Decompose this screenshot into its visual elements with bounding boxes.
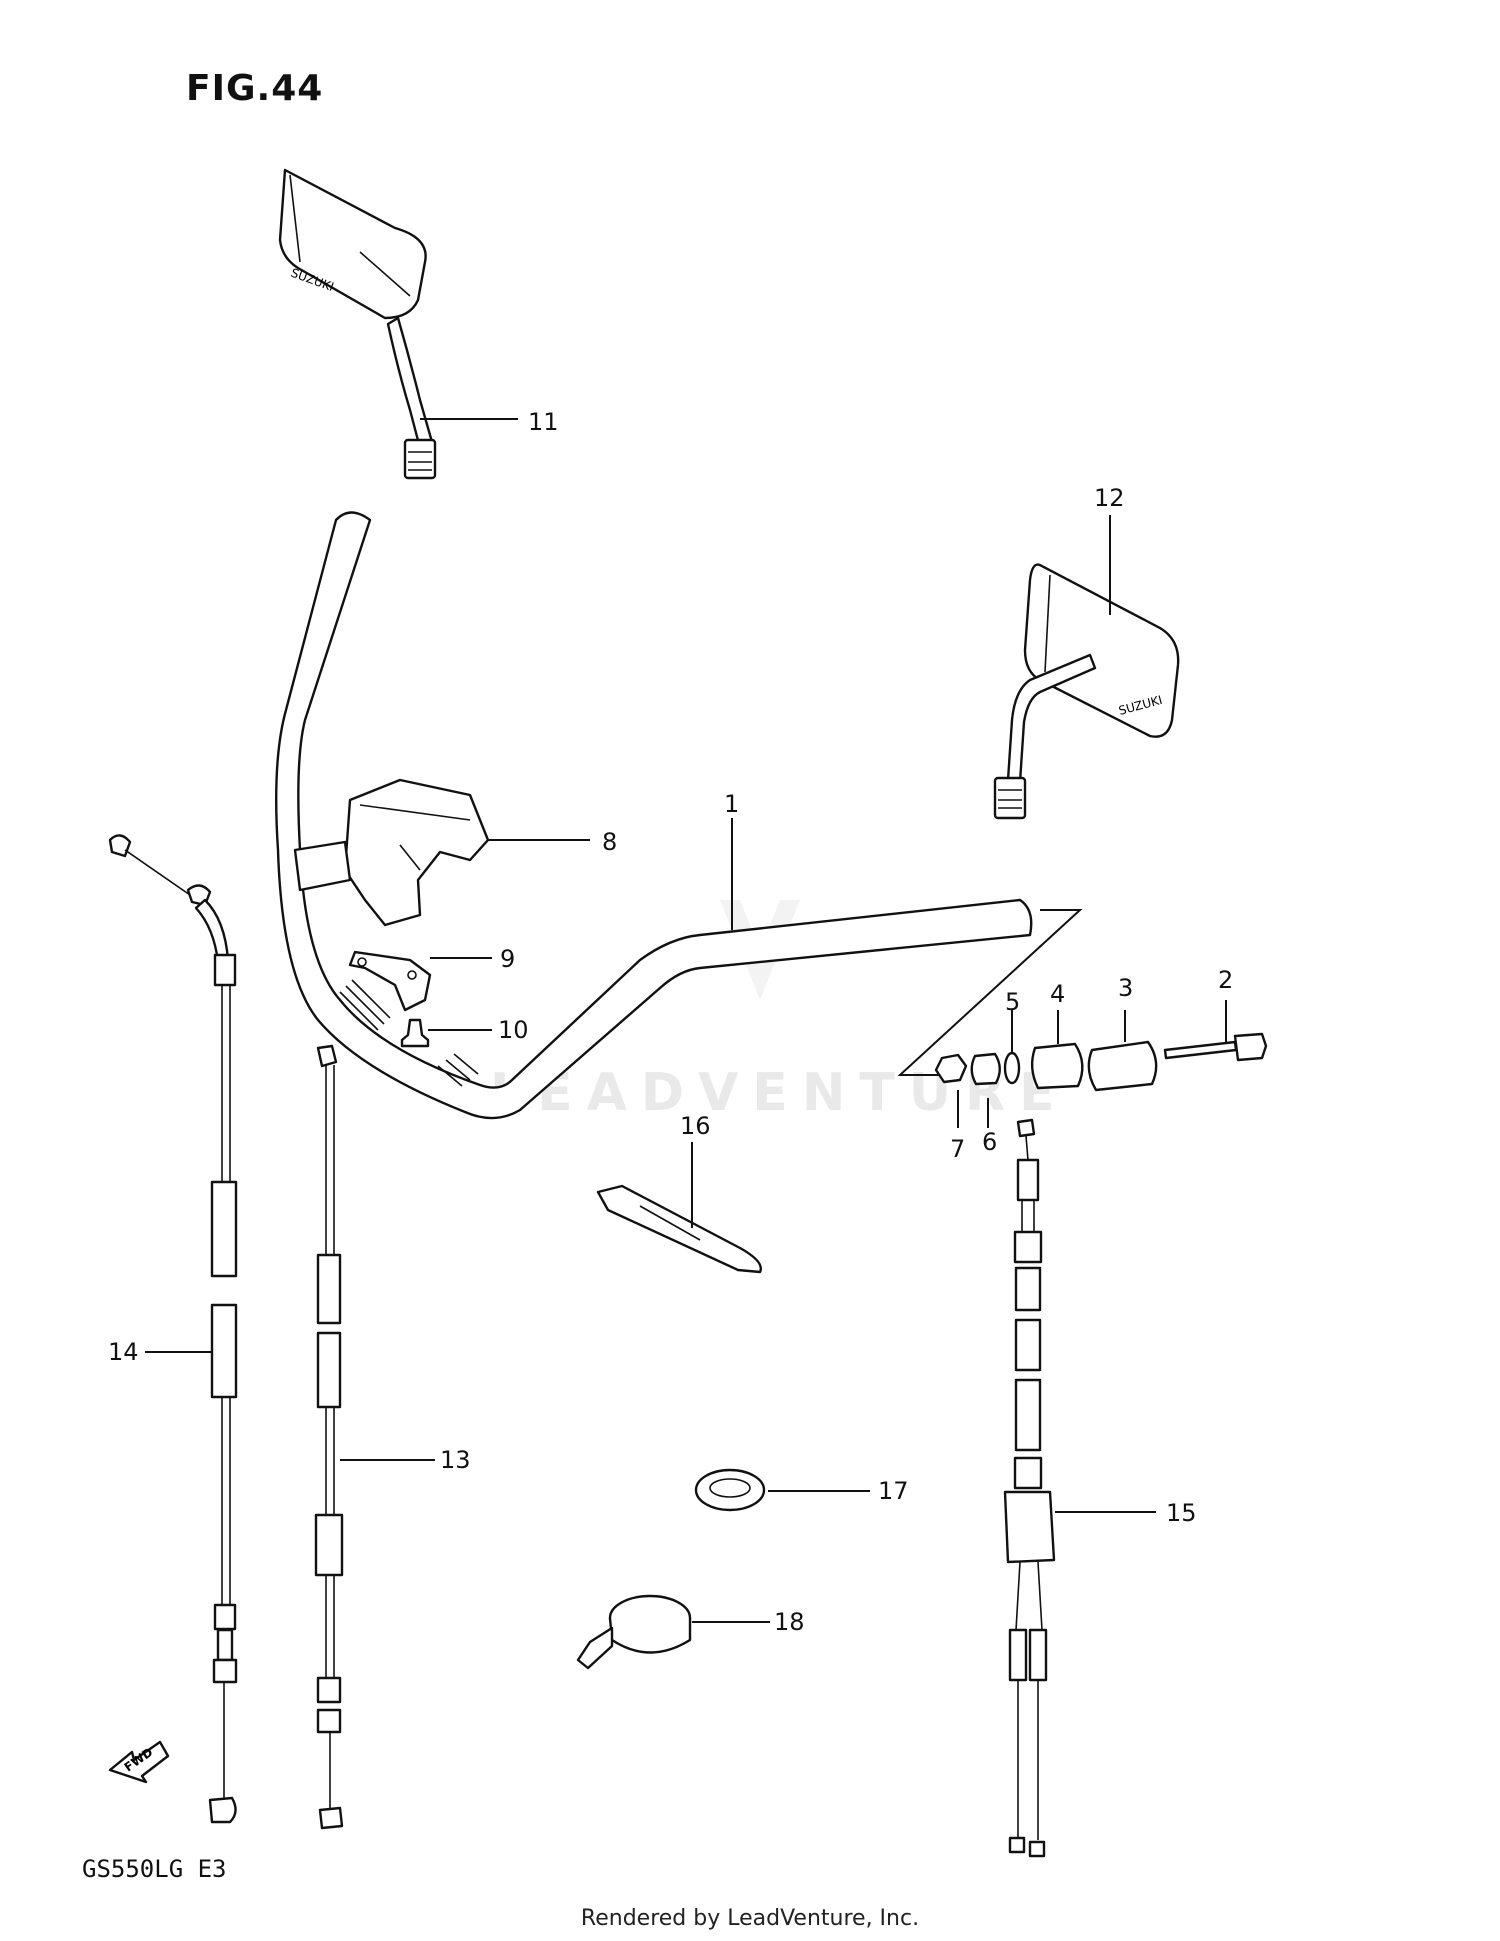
callout-3: 3 <box>1118 974 1133 1002</box>
grommet <box>694 1468 766 1512</box>
bar-end-spacer <box>1030 1042 1084 1090</box>
callout-18: 18 <box>774 1608 805 1636</box>
model-code: GS550LG E3 <box>82 1855 227 1883</box>
leader-lines <box>145 418 1227 1623</box>
callout-10: 10 <box>498 1016 529 1044</box>
callout-13: 13 <box>440 1446 471 1474</box>
callout-9: 9 <box>500 945 515 973</box>
clutch-cable <box>314 1044 344 1830</box>
wiring-strap <box>596 1184 762 1274</box>
callout-14: 14 <box>108 1338 139 1366</box>
callouts: 11 12 1 8 9 10 2 3 4 5 6 7 16 14 13 17 1… <box>108 408 1233 1636</box>
bar-end-rubber <box>970 1052 1001 1086</box>
bar-end-washer <box>1003 1051 1021 1085</box>
callout-15: 15 <box>1166 1499 1197 1527</box>
brake-cable <box>1003 1118 1056 1858</box>
right-mirror: SUZUKI <box>993 563 1180 820</box>
callout-4: 4 <box>1050 980 1065 1008</box>
left-mirror: SUZUKI <box>278 168 437 480</box>
clamp-plate <box>348 950 432 1012</box>
callout-7: 7 <box>950 1135 965 1163</box>
callout-11: 11 <box>528 408 559 436</box>
throttle-cable <box>108 834 238 1824</box>
figure-title: FIG.44 <box>186 68 324 109</box>
callout-16: 16 <box>680 1112 711 1140</box>
footer-credit: Rendered by LeadVenture, Inc. <box>580 1906 920 1931</box>
callout-2: 2 <box>1218 966 1233 994</box>
bar-end-assembly <box>897 909 1268 1092</box>
handlebar-clamp <box>293 778 490 927</box>
callout-17: 17 <box>878 1477 909 1505</box>
callout-5: 5 <box>1005 988 1020 1016</box>
hose-clamp <box>576 1594 692 1670</box>
clamp-screw <box>400 1018 430 1048</box>
callout-12: 12 <box>1094 484 1125 512</box>
bar-end-bolt <box>1163 1032 1268 1062</box>
callout-6: 6 <box>982 1128 997 1156</box>
callout-1: 1 <box>724 790 739 818</box>
callout-8: 8 <box>602 828 617 856</box>
bar-end-weight <box>1087 1040 1158 1092</box>
bar-end-nut <box>934 1053 968 1084</box>
fwd-arrow: FWD <box>108 1740 170 1784</box>
